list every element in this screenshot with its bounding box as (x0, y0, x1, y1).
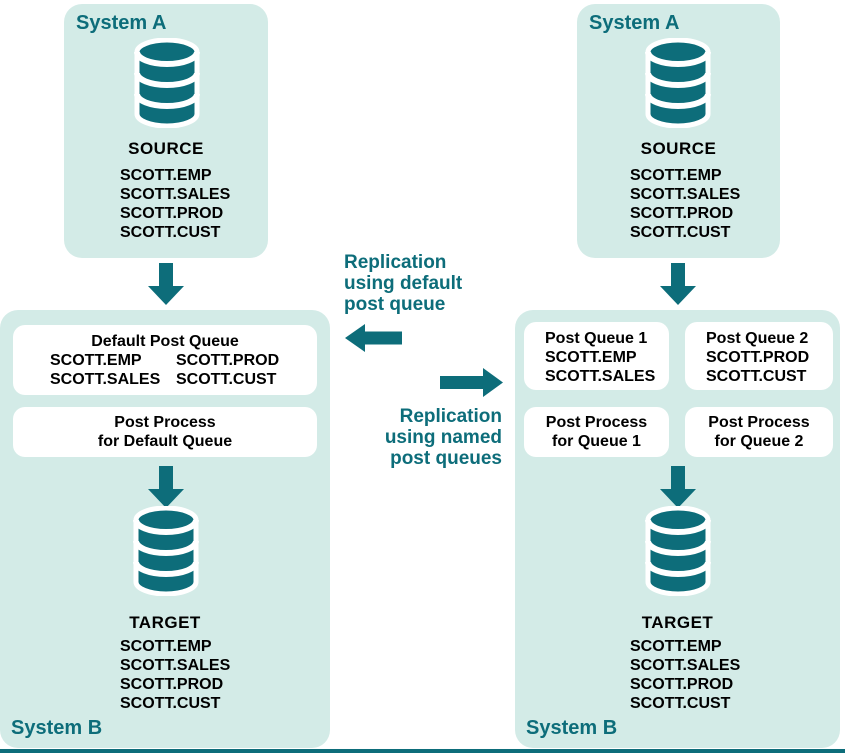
post-queue-1-title: Post Queue 1 (545, 330, 648, 347)
default-post-queue-title: Default Post Queue (91, 333, 239, 350)
database-icon (131, 38, 203, 128)
table-name: SCOTT.EMP (630, 638, 722, 655)
source-label: SOURCE (128, 139, 204, 158)
target-label: TARGET (641, 613, 714, 632)
table-name: SCOTT.CUST (706, 368, 807, 385)
queue-row: SCOTT.SALES SCOTT.CUST (50, 370, 317, 389)
label-line: using named (384, 427, 502, 448)
post-process-line: for Queue 1 (552, 433, 641, 450)
table-name: SCOTT.SALES (630, 657, 741, 674)
right-source-table-list: SCOTT.EMP SCOTT.SALES SCOTT.PROD SCOTT.C… (630, 166, 740, 242)
arrow-down-icon (148, 263, 184, 305)
table-name: SCOTT.PROD (630, 205, 734, 222)
table-name: SCOTT.CUST (630, 224, 731, 241)
right-system-b-title: System B (526, 717, 618, 739)
left-system-a-title: System A (76, 12, 167, 34)
database-icon (642, 38, 714, 128)
bottom-border-bar (0, 749, 845, 753)
table-name: SCOTT.CUST (630, 695, 731, 712)
table-name: SCOTT.SALES (50, 371, 161, 388)
arrow-left-icon (345, 324, 402, 352)
post-process-line: Post Process (708, 414, 810, 431)
table-name: SCOTT.CUST (176, 371, 277, 388)
panel-left-system-b: Default Post Queue SCOTT.EMP SCOTT.PROD … (0, 310, 330, 748)
label-line: Replication (344, 252, 447, 273)
post-process-queue-2-box: Post Process for Queue 2 (685, 407, 833, 457)
label-line: post queues (390, 448, 502, 469)
table-name: SCOTT.SALES (545, 368, 656, 385)
source-label: SOURCE (640, 139, 717, 158)
table-name: SCOTT.CUST (120, 695, 221, 712)
arrow-down-icon (660, 263, 696, 305)
post-process-line: for Queue 2 (714, 433, 804, 450)
table-name: SCOTT.PROD (176, 352, 280, 369)
arrow-down-icon (660, 466, 696, 508)
table-name: SCOTT.EMP (545, 349, 637, 366)
queue-row: SCOTT.EMP SCOTT.PROD (50, 351, 317, 370)
default-post-queue-box: Default Post Queue SCOTT.EMP SCOTT.PROD … (13, 325, 317, 395)
post-queue-1-box: Post Queue 1 SCOTT.EMP SCOTT.SALES (524, 322, 669, 390)
database-icon (642, 506, 714, 596)
table-name: SCOTT.EMP (630, 167, 722, 184)
post-queue-2-title: Post Queue 2 (706, 330, 809, 347)
right-system-a-title: System A (589, 12, 680, 34)
arrow-right-icon (440, 368, 503, 397)
label-line: Replication (399, 406, 502, 427)
table-name: SCOTT.CUST (120, 224, 221, 241)
replication-default-label: Replication using default post queue (344, 252, 462, 315)
post-process-line: for Default Queue (97, 433, 233, 450)
table-name: SCOTT.SALES (120, 657, 231, 674)
table-name: SCOTT.SALES (630, 186, 741, 203)
table-name: SCOTT.PROD (630, 676, 734, 693)
post-process-line: Post Process (114, 414, 216, 431)
table-name: SCOTT.EMP (120, 638, 212, 655)
target-label: TARGET (129, 613, 201, 632)
label-line: post queue (344, 294, 446, 315)
arrow-down-icon (148, 466, 184, 508)
table-name: SCOTT.EMP (120, 167, 212, 184)
label-line: using default (344, 273, 463, 294)
panel-right-system-b: Post Queue 1 SCOTT.EMP SCOTT.SALES Post … (515, 310, 840, 748)
post-process-line: Post Process (545, 414, 648, 431)
table-name: SCOTT.SALES (120, 186, 231, 203)
table-name: SCOTT.EMP (50, 352, 142, 369)
left-system-b-title: System B (11, 717, 103, 739)
left-source-table-list: SCOTT.EMP SCOTT.SALES SCOTT.PROD SCOTT.C… (120, 166, 230, 242)
table-name: SCOTT.PROD (706, 349, 810, 366)
replication-named-label: Replication using named post queues (350, 406, 502, 469)
post-process-queue-1-box: Post Process for Queue 1 (524, 407, 669, 457)
table-name: SCOTT.PROD (120, 205, 224, 222)
post-queue-2-box: Post Queue 2 SCOTT.PROD SCOTT.CUST (685, 322, 833, 390)
panel-right-system-a: System A SOURCE SCOTT.EMP SCOTT.SALES SC… (577, 4, 780, 258)
post-process-default-box: Post Process for Default Queue (13, 407, 317, 457)
left-target-table-list: SCOTT.EMP SCOTT.SALES SCOTT.PROD SCOTT.C… (120, 637, 230, 713)
right-target-table-list: SCOTT.EMP SCOTT.SALES SCOTT.PROD SCOTT.C… (630, 637, 740, 713)
panel-left-system-a: System A SOURCE SCOTT.EMP SCOTT.SALES SC… (64, 4, 268, 258)
database-icon (130, 506, 202, 596)
table-name: SCOTT.PROD (120, 676, 224, 693)
